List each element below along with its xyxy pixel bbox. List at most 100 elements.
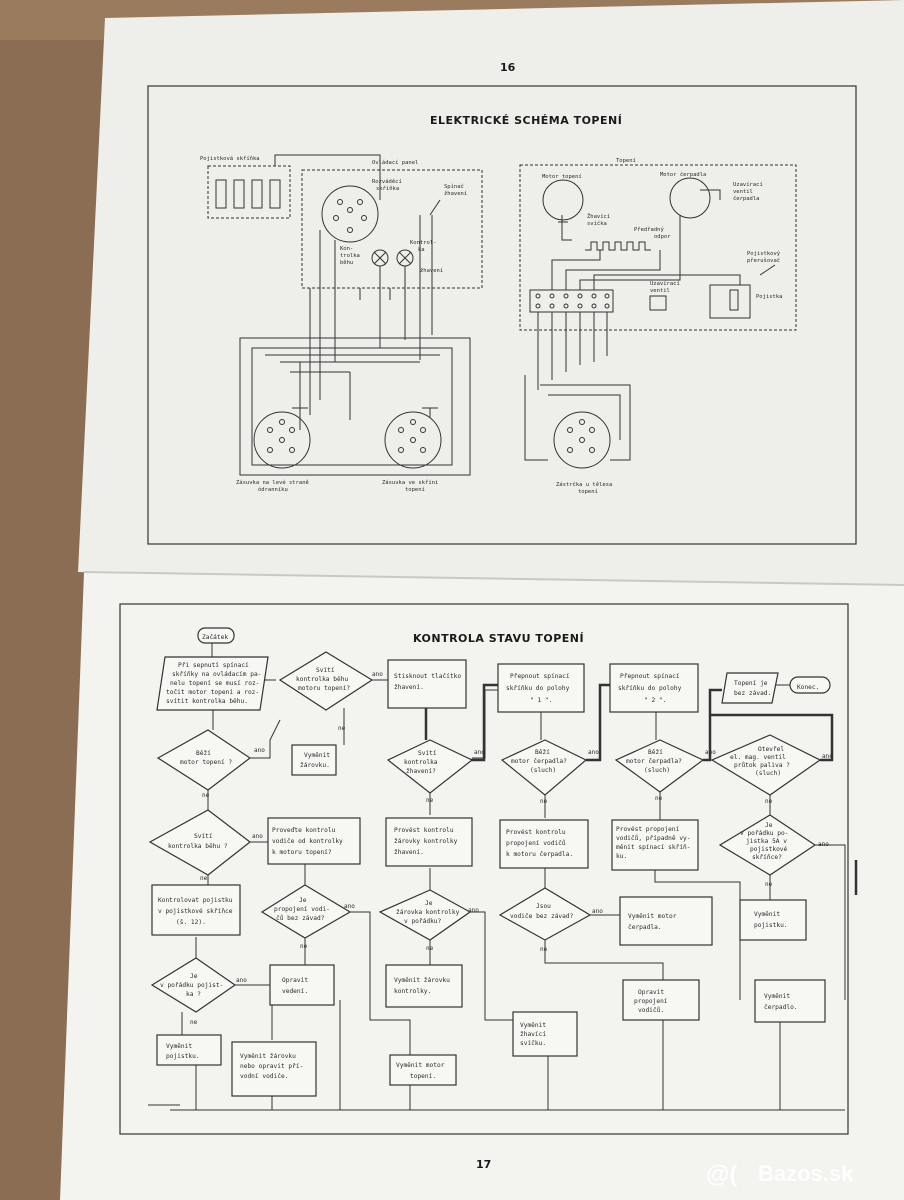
svg-text:Opravit: Opravit xyxy=(282,977,308,984)
svg-text:Vyměnit motor: Vyměnit motor xyxy=(396,1061,445,1069)
node-a-switch2 xyxy=(609,663,699,713)
node-a-replace-pump xyxy=(619,896,713,946)
svg-text:ventil: ventil xyxy=(733,189,753,195)
svg-text:vodiče bez závad?: vodiče bez závad? xyxy=(510,912,574,920)
svg-text:Pojistkový: Pojistkový xyxy=(747,250,781,257)
node-d-fuse-ok xyxy=(718,814,817,876)
node-a-replace-bulb2 xyxy=(385,964,463,1008)
svg-text:topení: topení xyxy=(405,486,425,493)
svg-text:nebo opravit pří-: nebo opravit pří- xyxy=(240,1062,303,1070)
svg-text:Vyměnit: Vyměnit xyxy=(166,1042,192,1050)
bottom-title: KONTROLA STAVU TOPENÍ xyxy=(413,632,584,645)
closing-valve xyxy=(649,295,667,311)
svg-text:ano: ano xyxy=(474,749,485,756)
svg-text:trolka: trolka xyxy=(340,253,360,259)
node-d-fuse-ok2 xyxy=(150,957,237,1013)
svg-text:ne: ne xyxy=(540,798,548,805)
svg-text:ne: ne xyxy=(655,795,663,802)
svg-text:čů bez závad?: čů bez závad? xyxy=(276,914,325,922)
fuse-box xyxy=(207,165,291,219)
svg-text:měnit spínací skříň-: měnit spínací skříň- xyxy=(616,843,691,851)
svg-text:Při sepnutí spínací: Při sepnutí spínací xyxy=(178,661,249,669)
svg-text:čerpadla: čerpadla xyxy=(733,195,760,202)
start-label: Začátek xyxy=(202,633,228,641)
svg-text:ano: ano xyxy=(344,903,355,910)
svg-text:Provést propojení: Provést propojení xyxy=(616,825,680,833)
right-schematic xyxy=(519,164,797,469)
svg-text:Uzavírací: Uzavírací xyxy=(650,280,680,287)
svg-text:Spínač: Spínač xyxy=(444,183,464,190)
svg-text:Předřadný: Předřadný xyxy=(634,226,664,233)
node-a-replace-bulb3 xyxy=(231,1041,317,1097)
svg-text:žhavení.: žhavení. xyxy=(394,683,424,691)
svg-text:točit motor topení a roz-: točit motor topení a roz- xyxy=(166,688,259,696)
node-a-check-fuse xyxy=(151,884,241,936)
label-panel: Ovládací panel xyxy=(372,159,418,166)
label-pump-valve-1: Uzavírací xyxy=(733,181,763,188)
svg-text:Je: Je xyxy=(299,897,307,904)
top-title: ELEKTRICKÉ SCHÉMA TOPENÍ xyxy=(430,114,622,127)
label-resistor-1: Předřadný xyxy=(634,226,664,233)
top-page-number: 16 xyxy=(500,61,516,74)
svg-text:Motor čerpadla: Motor čerpadla xyxy=(660,171,706,178)
svg-text:v pořádku po-: v pořádku po- xyxy=(740,829,788,837)
label-glow-lamp-1: Kontrol- xyxy=(410,240,437,246)
node-d-motor-run xyxy=(156,729,252,791)
svg-text:Ovládací panel: Ovládací panel xyxy=(372,159,418,166)
node-s1 xyxy=(156,656,269,711)
end-node xyxy=(789,676,831,694)
svg-text:Topení je: Topení je xyxy=(734,679,768,687)
heater-box xyxy=(519,164,797,331)
svg-text:ne: ne xyxy=(426,797,434,804)
svg-text:Vyměnit: Vyměnit xyxy=(520,1021,546,1029)
svg-text:" 2 ".: " 2 ". xyxy=(644,697,666,704)
label-fuse: Pojistka xyxy=(756,294,783,300)
svg-text:Zásuvka ve skříni: Zásuvka ve skříni xyxy=(382,479,438,486)
node-a-check-pump xyxy=(499,819,589,869)
control-panel xyxy=(301,169,483,289)
plug xyxy=(553,411,611,469)
svg-text:Kon-: Kon- xyxy=(340,246,353,252)
label-run-lamp-3: běhu xyxy=(340,259,353,266)
node-a-replace-fuse2 xyxy=(739,899,807,941)
svg-text:Proveďte kontrolu: Proveďte kontrolu xyxy=(272,827,336,834)
svg-text:pojistku.: pojistku. xyxy=(754,922,788,929)
svg-text:motor topení ?: motor topení ? xyxy=(180,758,232,766)
node-a-replace-pump2 xyxy=(754,979,826,1023)
top-schema-frame xyxy=(147,85,857,545)
node-a-switch1 xyxy=(497,663,585,713)
svg-text:propojení vodičů: propojení vodičů xyxy=(506,839,566,847)
svg-text:ano: ano xyxy=(252,833,263,840)
svg-text:vodiče od kontrolky: vodiče od kontrolky xyxy=(272,837,343,845)
svg-text:ano: ano xyxy=(588,749,599,756)
svg-text:v pořádku pojist-: v pořádku pojist- xyxy=(160,981,223,989)
terminal-strip xyxy=(529,289,614,313)
label-run-lamp-1: Kon- xyxy=(340,246,353,252)
svg-text:Svítí: Svítí xyxy=(316,666,335,674)
svg-text:čerpadlo.: čerpadlo. xyxy=(764,1003,798,1011)
svg-text:Kontrolovat pojistku: Kontrolovat pojistku xyxy=(158,897,233,904)
svg-text:Motor topení: Motor topení xyxy=(542,173,582,180)
node-d-wires-ok2 xyxy=(498,887,592,941)
watermark-symbol: @( xyxy=(706,1161,737,1188)
svg-text:" 1 ".: " 1 ". xyxy=(530,697,552,704)
node-a-fix-wires2 xyxy=(622,979,700,1021)
svg-text:žhavení: žhavení xyxy=(420,267,443,274)
svg-text:Běží: Běží xyxy=(648,748,663,756)
branch-labels: ano ne ano ne ano ne ano ne ano ne ano n… xyxy=(190,671,833,1026)
svg-text:Otevřel: Otevřel xyxy=(758,745,784,753)
label-pump-motor: Motor čerpadla xyxy=(660,171,706,178)
svg-text:Provést kontrolu: Provést kontrolu xyxy=(394,826,454,834)
svg-text:žhavení: žhavení xyxy=(444,190,467,197)
svg-text:kontrolka běhu: kontrolka běhu xyxy=(296,675,348,683)
label-left-socket-2: ódranníku xyxy=(258,486,288,493)
svg-text:Přepnout spínací: Přepnout spínací xyxy=(620,672,680,680)
top-page-sheet xyxy=(78,0,904,600)
svg-text:Vyměnit žárovku: Vyměnit žárovku xyxy=(240,1052,296,1060)
svg-text:motor čerpadla?: motor čerpadla? xyxy=(511,757,567,765)
svg-text:ne: ne xyxy=(765,798,773,805)
box-socket xyxy=(384,411,442,469)
svg-text:k motoru čerpadla.: k motoru čerpadla. xyxy=(506,850,573,858)
svg-text:topení.: topení. xyxy=(410,1072,436,1080)
node-a-heat-ok xyxy=(721,672,779,704)
